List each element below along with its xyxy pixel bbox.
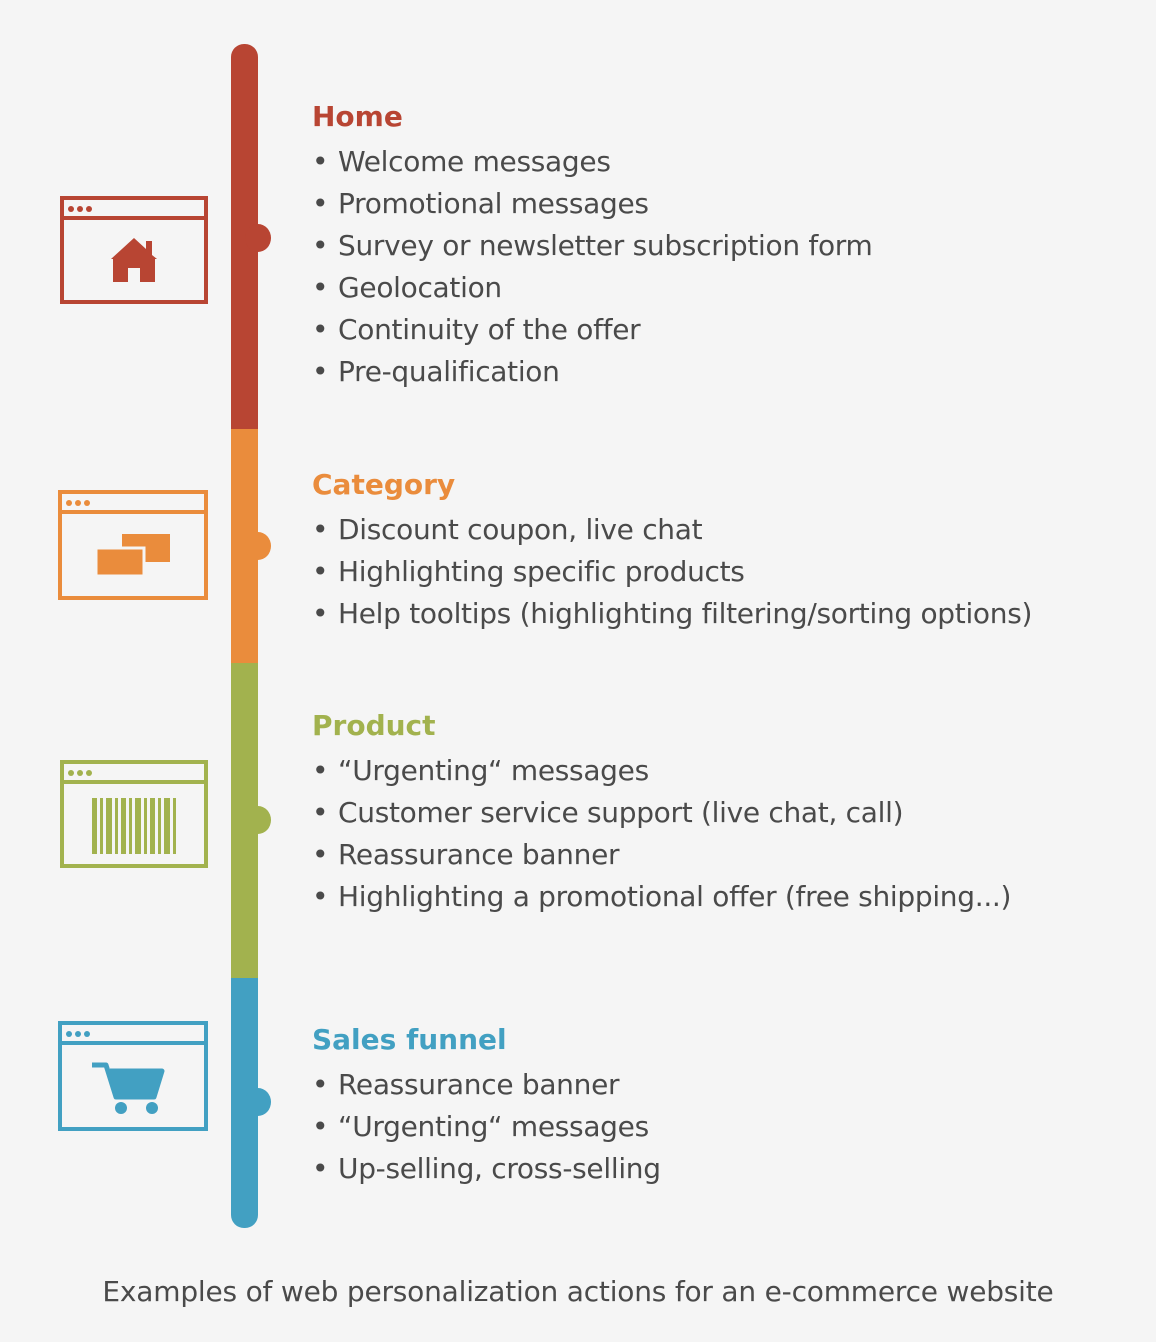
bullet-icon: • xyxy=(312,555,329,588)
list-item: •Geolocation xyxy=(312,267,872,309)
timeline-knob-product xyxy=(245,806,271,834)
list-item: •Reassurance banner xyxy=(312,1064,661,1106)
list-item: •Highlighting a promotional offer (free … xyxy=(312,876,1011,918)
timeline-knob-sales-funnel xyxy=(245,1088,271,1116)
bullet-icon: • xyxy=(312,355,329,388)
category-cards-icon xyxy=(58,490,208,600)
list-item: •Continuity of the offer xyxy=(312,309,872,351)
home-icon xyxy=(60,196,208,304)
bullet-icon: • xyxy=(312,754,329,787)
bullet-icon: • xyxy=(312,187,329,220)
bullet-icon: • xyxy=(312,145,329,178)
section-category: Category •Discount coupon, live chat •Hi… xyxy=(312,467,1032,635)
timeline-bar xyxy=(231,44,258,1228)
bullet-icon: • xyxy=(312,796,329,829)
list-item: •Pre-qualification xyxy=(312,351,872,393)
bullet-icon: • xyxy=(312,271,329,304)
figure-caption: Examples of web personalization actions … xyxy=(102,1275,1054,1308)
bullet-icon: • xyxy=(312,597,329,630)
section-sales-funnel: Sales funnel •Reassurance banner •“Urgen… xyxy=(312,1022,661,1190)
section-product: Product •“Urgenting“ messages •Customer … xyxy=(312,708,1011,918)
list-item: •Up-selling, cross-selling xyxy=(312,1148,661,1190)
timeline-knob-category xyxy=(245,532,271,560)
section-title-product: Product xyxy=(312,709,436,742)
timeline-knob-home xyxy=(245,224,271,252)
section-home: Home •Welcome messages •Promotional mess… xyxy=(312,99,873,393)
section-title-home: Home xyxy=(312,100,403,133)
list-item: •“Urgenting“ messages xyxy=(312,750,1011,792)
bullet-icon: • xyxy=(312,1068,329,1101)
shopping-cart-icon xyxy=(58,1021,208,1131)
bullet-icon: • xyxy=(312,1152,329,1185)
section-title-sales-funnel: Sales funnel xyxy=(312,1023,507,1056)
list-item: •Help tooltips (highlighting filtering/s… xyxy=(312,593,1032,635)
bullet-icon: • xyxy=(312,1110,329,1143)
barcode-icon xyxy=(60,760,208,868)
list-item: •Customer service support (live chat, ca… xyxy=(312,792,1011,834)
list-item: •Promotional messages xyxy=(312,183,872,225)
list-item: •“Urgenting“ messages xyxy=(312,1106,661,1148)
bullet-icon: • xyxy=(312,229,329,262)
list-item: •Discount coupon, live chat xyxy=(312,509,1032,551)
bullet-icon: • xyxy=(312,313,329,346)
list-item: •Welcome messages xyxy=(312,141,872,183)
bullet-icon: • xyxy=(312,880,329,913)
section-title-category: Category xyxy=(312,468,456,501)
list-item: •Survey or newsletter subscription form xyxy=(312,225,873,267)
bullet-icon: • xyxy=(312,513,329,546)
list-item: •Highlighting specific products xyxy=(312,551,1032,593)
bullet-icon: • xyxy=(312,838,329,871)
list-item: •Reassurance banner xyxy=(312,834,1011,876)
